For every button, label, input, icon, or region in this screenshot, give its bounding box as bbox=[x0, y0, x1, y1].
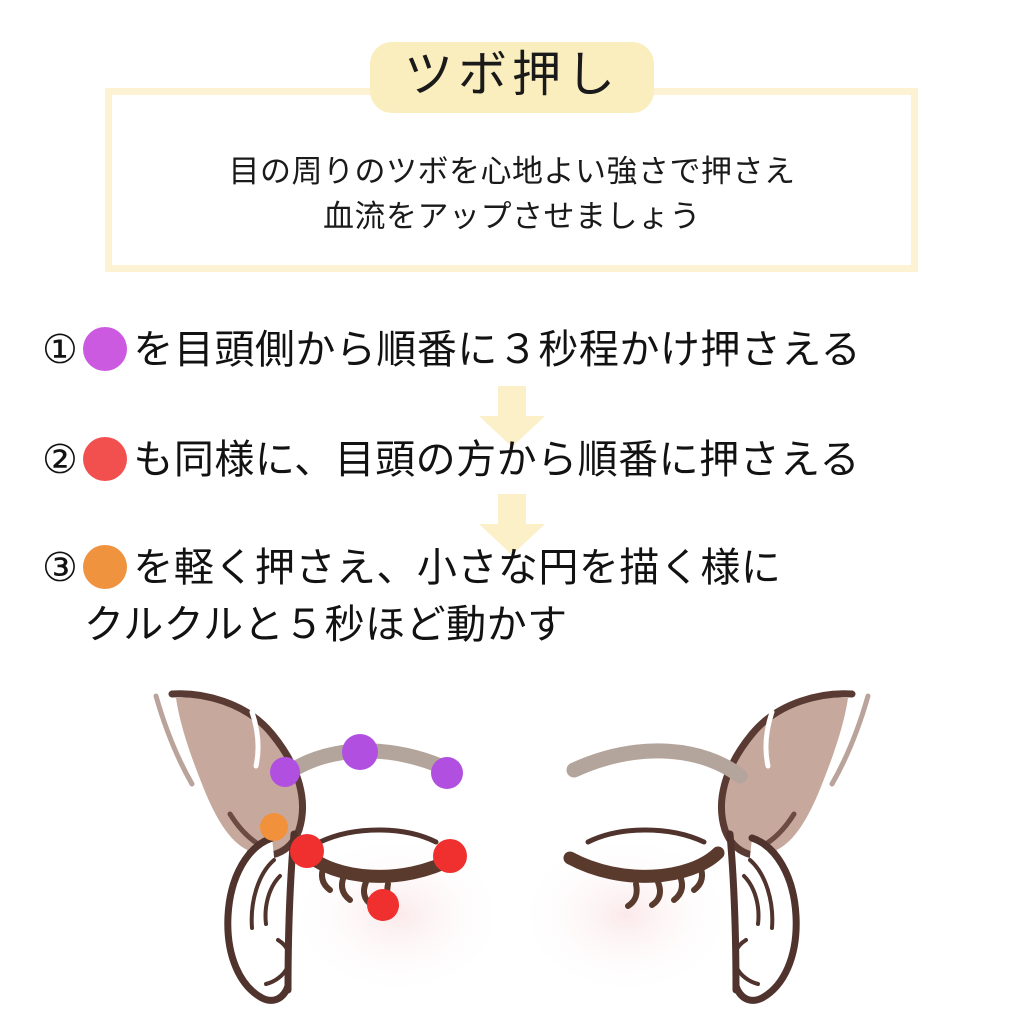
step-item-3: ③ を軽く押さえ、小さな円を描く様に クルクルと５秒ほど動かす bbox=[42, 540, 994, 654]
right-ear-inner-1 bbox=[748, 858, 775, 930]
step-item-1: ① を目頭側から順番に３秒程かけ押さえる bbox=[42, 322, 994, 379]
right-face-contour bbox=[726, 830, 740, 994]
acupoint-purple-1 bbox=[270, 757, 300, 787]
right-hair-strand-b bbox=[763, 709, 775, 769]
purple-dot-icon bbox=[83, 327, 128, 371]
right-lash-3 bbox=[649, 879, 663, 908]
right-lash-2 bbox=[671, 873, 685, 903]
step-text-1: を目頭側から順番に３秒程かけ押さえる bbox=[133, 328, 862, 372]
left-eyelid-crease bbox=[317, 827, 439, 845]
acupoint-orange-1 bbox=[260, 813, 288, 841]
right-closed-eye bbox=[563, 846, 725, 883]
page-title: ツボ押し bbox=[403, 48, 621, 102]
right-ear-inner-2 bbox=[742, 874, 761, 926]
right-hair-strand-a bbox=[829, 693, 871, 787]
subtitle-block: 目の周りのツボを心地よい強さで押さえ 血流をアップさせましょう bbox=[0, 150, 1024, 240]
step-text-3a: を軽く押さえ、小さな円を描く様に bbox=[133, 546, 782, 590]
left-hair-strand-a bbox=[153, 693, 195, 787]
orange-dot-icon bbox=[83, 545, 128, 589]
acupoint-red-1 bbox=[290, 834, 324, 868]
left-face-group bbox=[153, 690, 508, 1004]
left-lash-1 bbox=[319, 863, 333, 893]
right-eyebrow bbox=[566, 743, 748, 784]
acupoint-red-3 bbox=[367, 889, 399, 921]
step-text-2: も同様に、目頭の方から順番に押さえる bbox=[133, 438, 860, 482]
step-3-line-2: クルクルと５秒ほど動かす bbox=[84, 602, 568, 647]
step-number-3: ③ bbox=[42, 546, 79, 590]
right-lash-1 bbox=[691, 863, 705, 893]
left-hair-strand-b bbox=[249, 709, 261, 769]
left-lash-2 bbox=[339, 873, 353, 903]
acupoint-purple-2 bbox=[342, 734, 378, 770]
down-arrow-icon-2 bbox=[479, 494, 545, 555]
step-number-1: ① bbox=[42, 328, 79, 372]
acupressure-points-group bbox=[260, 734, 467, 921]
right-eyelid-crease bbox=[585, 827, 707, 845]
face-illustration bbox=[153, 690, 871, 1004]
right-lash-4 bbox=[625, 881, 640, 909]
page-title-badge: ツボ押し bbox=[369, 42, 655, 113]
acupoint-red-2 bbox=[433, 839, 467, 873]
left-ear bbox=[224, 834, 292, 1004]
subtitle-line-1: 目の周りのツボを心地よい強さで押さえ bbox=[228, 154, 796, 189]
red-dot-icon bbox=[83, 437, 128, 481]
acupoint-purple-3 bbox=[431, 757, 463, 789]
down-arrow-icon-1 bbox=[479, 386, 545, 447]
left-ear-inner-2 bbox=[263, 874, 282, 926]
step-number-2: ② bbox=[42, 438, 79, 482]
subtitle-line-2: 血流をアップさせましょう bbox=[323, 198, 701, 234]
step-item-2: ② も同様に、目頭の方から順番に押さえる bbox=[42, 432, 994, 489]
step-3-line-1: ③ を軽く押さえ、小さな円を描く様に bbox=[42, 540, 994, 597]
left-ear-inner-1 bbox=[249, 858, 276, 930]
right-ear bbox=[732, 834, 800, 1004]
right-face-group bbox=[516, 690, 871, 1004]
